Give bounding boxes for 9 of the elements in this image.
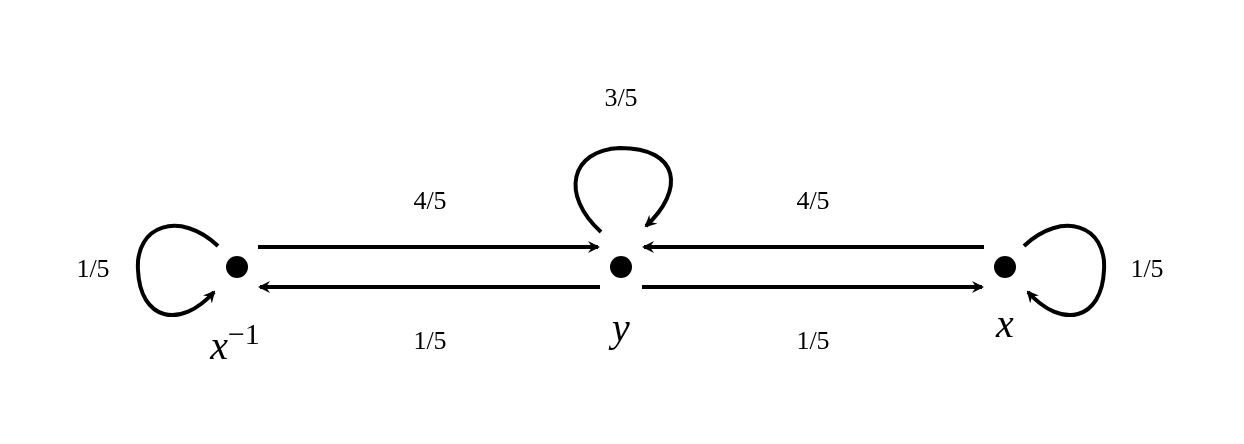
arrow	[642, 281, 984, 293]
arrow	[258, 281, 600, 293]
loop-arrow	[1022, 224, 1106, 317]
vertex-label: x	[996, 304, 1014, 344]
loop-arrow	[136, 224, 220, 317]
loop-arrow	[573, 146, 673, 234]
arrow	[642, 241, 984, 253]
vertex-label: x$^{−1}$	[210, 326, 260, 366]
arrow	[258, 241, 600, 253]
